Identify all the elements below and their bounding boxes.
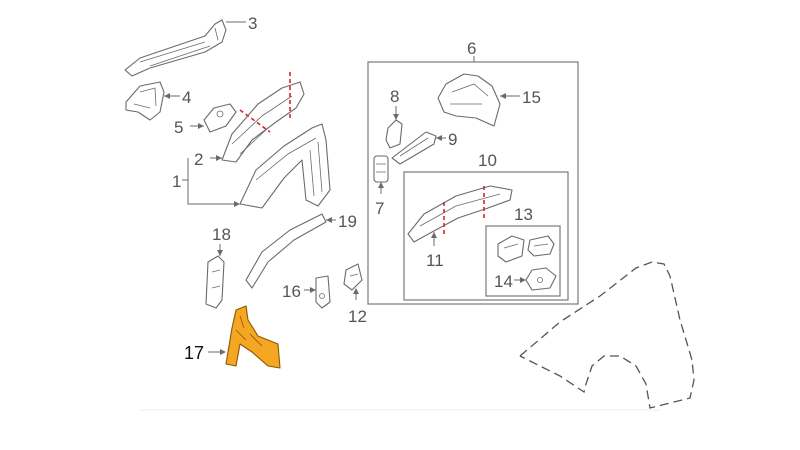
part-5-small-bracket[interactable] (203, 103, 237, 133)
callout-17: 17 (184, 343, 204, 363)
callout-18: 18 (212, 225, 231, 244)
part-4-bracket[interactable] (125, 81, 165, 121)
callout-15: 15 (522, 88, 541, 107)
callout-10: 10 (478, 151, 497, 170)
callout-16: 16 (282, 282, 301, 301)
callout-12: 12 (348, 307, 367, 326)
callout-1: 1 (172, 172, 181, 191)
callout-6: 6 (467, 39, 476, 58)
part-8-bracket[interactable] (385, 119, 403, 149)
part-15-inner-panel[interactable] (437, 73, 501, 127)
callout-4: 4 (182, 88, 191, 107)
part-3-rail[interactable] (124, 19, 227, 77)
part-14-bracket[interactable] (525, 267, 557, 291)
callout-2: 2 (194, 150, 203, 169)
callout-8: 8 (390, 87, 399, 106)
part-17-highlighted[interactable] (225, 305, 281, 369)
part-16-small-bracket[interactable] (315, 275, 331, 309)
callout-9: 9 (448, 130, 457, 149)
part-12-clip[interactable] (343, 263, 363, 291)
callout-7: 7 (375, 199, 384, 218)
callout-5: 5 (174, 118, 183, 137)
part-13-brackets[interactable] (497, 235, 555, 263)
part-7-cap[interactable] (373, 155, 389, 183)
callout-3: 3 (248, 14, 257, 33)
callout-19: 19 (338, 212, 357, 231)
fender-outline (519, 261, 695, 409)
part-2-upper-member[interactable] (221, 81, 305, 163)
part-9-reinforcement[interactable] (391, 131, 437, 165)
group-box-6 (367, 61, 579, 305)
part-18-vertical-bracket[interactable] (205, 255, 225, 309)
part-11-rail[interactable] (407, 185, 513, 243)
callout-14: 14 (494, 272, 513, 291)
callout-11: 11 (426, 251, 444, 270)
part-19-strip[interactable] (245, 213, 327, 289)
part-1-wheelhouse-assembly[interactable] (239, 123, 331, 209)
group-box-13 (485, 225, 561, 297)
callout-13: 13 (514, 205, 533, 224)
group-box-10 (403, 171, 569, 301)
